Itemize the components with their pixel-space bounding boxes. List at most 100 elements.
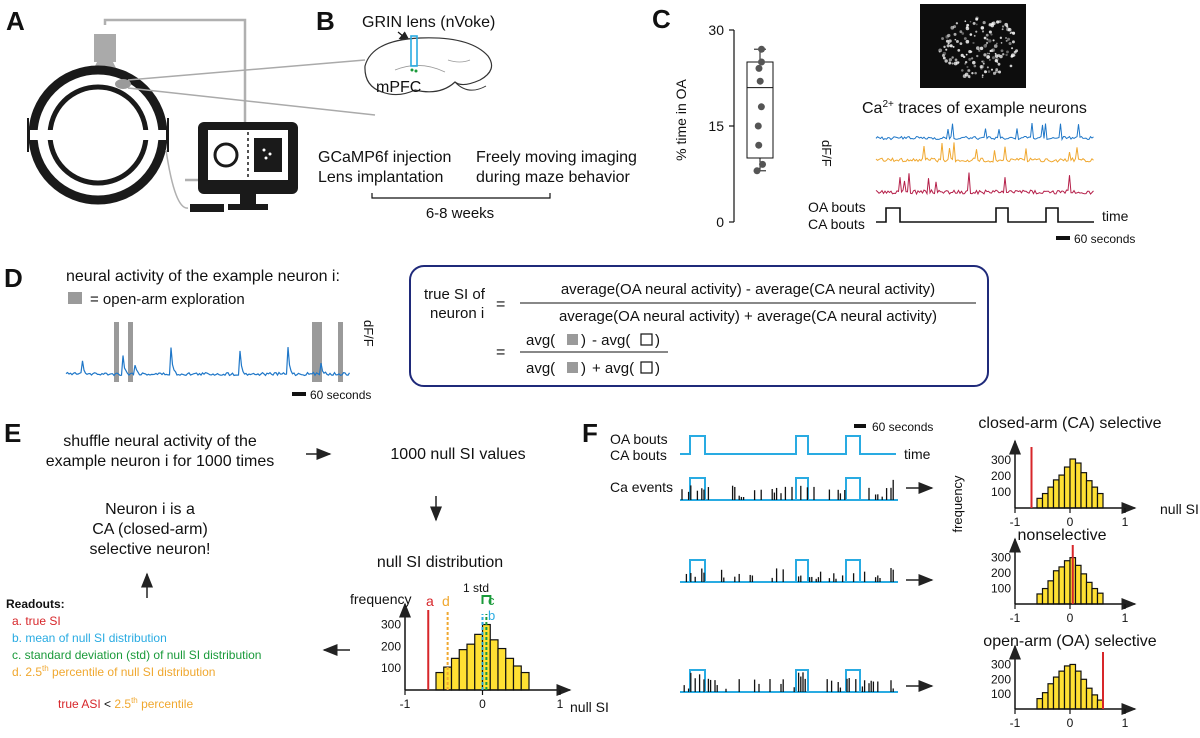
si-avg-den-close-2: ) bbox=[655, 360, 660, 377]
histogram-xtick-label: 1 bbox=[557, 697, 564, 711]
readouts-title: Readouts: bbox=[6, 597, 65, 611]
fov-cell bbox=[968, 58, 971, 61]
fov-cell bbox=[992, 56, 995, 59]
fov-cell bbox=[972, 61, 976, 65]
histogram-ytick-label: 300 bbox=[991, 551, 1011, 565]
fov-cell bbox=[1010, 65, 1013, 68]
si-equals-2: = bbox=[496, 344, 505, 361]
fov-cell bbox=[952, 62, 954, 64]
fov-cell bbox=[991, 24, 994, 27]
histogram-bar bbox=[1098, 593, 1104, 604]
fov-cell bbox=[980, 47, 983, 50]
fov-cell bbox=[990, 33, 992, 35]
fov-cell bbox=[951, 56, 953, 58]
fov-cell bbox=[991, 69, 993, 71]
fov-cell bbox=[966, 66, 968, 68]
fov-cell bbox=[945, 59, 948, 62]
fov-cell bbox=[991, 49, 994, 52]
f-xlabel: null SI bbox=[1160, 501, 1199, 517]
fov-cell bbox=[1002, 25, 1004, 27]
fov-cell bbox=[965, 73, 969, 77]
d-title: neural activity of the example neuron i: bbox=[66, 268, 340, 285]
panel-f: F 60 seconds OA bouts CA bouts time Ca e… bbox=[582, 415, 1199, 730]
si-avg-den-close: ) bbox=[581, 360, 586, 377]
fov-cell bbox=[996, 43, 998, 45]
si-avg-den-1: avg( bbox=[526, 360, 555, 377]
fov-cell bbox=[966, 26, 968, 28]
fov-cell bbox=[983, 53, 986, 56]
computer-icon bbox=[190, 122, 298, 212]
fov-cell bbox=[945, 35, 948, 38]
fov-cell bbox=[956, 40, 959, 43]
boxplot-point bbox=[758, 59, 765, 66]
histogram-e: 100200300-101 bbox=[381, 596, 570, 711]
histogram-bar bbox=[1092, 695, 1098, 709]
fov-cell bbox=[1001, 42, 1003, 44]
fov-cell bbox=[943, 57, 946, 60]
fov-cell bbox=[948, 62, 951, 65]
fov-cell bbox=[973, 22, 976, 25]
fov-cell bbox=[971, 57, 973, 59]
fov-cell bbox=[950, 26, 954, 30]
fov-image bbox=[920, 4, 1026, 88]
fov-cell bbox=[1009, 42, 1012, 45]
si-avg-num-1: avg( bbox=[526, 332, 555, 349]
histogram-bar bbox=[475, 634, 483, 690]
histogram-bar bbox=[490, 640, 498, 690]
fov-cell bbox=[1011, 47, 1013, 49]
e-result-line1: Neuron i is a bbox=[105, 501, 195, 518]
histogram-bar bbox=[1059, 671, 1065, 709]
c-oa-bouts: OA bouts bbox=[808, 199, 866, 215]
fov-cell bbox=[995, 53, 997, 55]
histogram-f-ca: 100200300-101 bbox=[991, 441, 1135, 529]
fov-cell bbox=[964, 20, 966, 22]
panel-label-c: C bbox=[652, 4, 671, 34]
boxplot-ytick-label: 15 bbox=[708, 118, 724, 134]
histogram-bar bbox=[1048, 684, 1054, 709]
f-bouts-trace bbox=[680, 436, 896, 454]
histogram-xtick-label: -1 bbox=[400, 697, 411, 711]
f-scale-label: 60 seconds bbox=[872, 420, 933, 434]
histogram-bar bbox=[1076, 463, 1082, 508]
step1-line2: Lens implantation bbox=[318, 169, 443, 186]
fov-cell bbox=[982, 76, 984, 78]
duration-label: 6-8 weeks bbox=[426, 205, 494, 222]
fov-cell bbox=[1000, 37, 1002, 39]
boxplot-point bbox=[755, 123, 762, 130]
boxplot-point bbox=[754, 167, 761, 174]
si-avg-num-2: - avg( bbox=[592, 332, 630, 349]
histogram-bar bbox=[1098, 494, 1104, 508]
f-title-ca: closed-arm (CA) selective bbox=[978, 415, 1161, 432]
histogram-ytick-label: 100 bbox=[991, 582, 1011, 596]
c-scale-bar bbox=[1056, 236, 1070, 240]
histogram-ytick-label: 200 bbox=[991, 469, 1011, 483]
fov-cell bbox=[955, 39, 957, 41]
hist-e-xlabel: null SI bbox=[570, 699, 609, 715]
fov-cell bbox=[949, 58, 952, 61]
si-avg-den-2: + avg( bbox=[592, 360, 634, 377]
fov-cell bbox=[982, 74, 984, 76]
f-scale-bar bbox=[854, 424, 866, 428]
fov-cell bbox=[953, 46, 955, 48]
fov-cell bbox=[995, 54, 999, 58]
step2-line1: Freely moving imaging bbox=[476, 149, 637, 166]
e-null-values: 1000 null SI values bbox=[390, 446, 525, 463]
fov-cell bbox=[961, 69, 964, 72]
trace-crimson bbox=[876, 173, 1094, 195]
histogram-ytick-label: 300 bbox=[991, 453, 1011, 467]
mark-c: c bbox=[488, 593, 495, 608]
fov-cell bbox=[957, 49, 960, 52]
histogram-bar bbox=[459, 650, 467, 690]
boxplot-point bbox=[755, 142, 762, 149]
bout-box bbox=[796, 670, 808, 692]
si-numerator: average(OA neural activity) - average(CA… bbox=[561, 281, 935, 298]
histogram-bar bbox=[436, 673, 444, 690]
readout-b: b. mean of null SI distribution bbox=[12, 631, 167, 645]
panel-label-f: F bbox=[582, 418, 598, 448]
histogram-xtick-label: -1 bbox=[1010, 515, 1021, 529]
fov-cell bbox=[947, 44, 950, 47]
fov-cell bbox=[963, 56, 965, 58]
f-time-label: time bbox=[904, 446, 931, 462]
boxplot-point bbox=[758, 103, 765, 110]
